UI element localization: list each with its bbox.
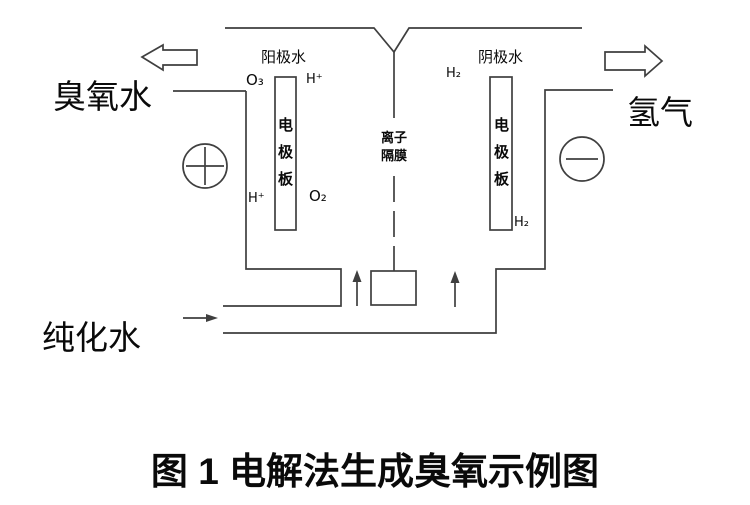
cathode-electrode-rect — [489, 76, 513, 231]
anode-chamber-wall — [223, 91, 342, 307]
hydrogen-gas-label: 氢气 — [627, 96, 693, 132]
oxygen-o2-label: O₂ — [309, 187, 327, 205]
ion-membrane-label: 离子隔膜 — [380, 130, 407, 163]
up-arrow-left-icon — [352, 270, 362, 306]
right-block-arrow-icon — [604, 44, 664, 78]
proton-top-label: H⁺ — [306, 72, 323, 87]
positive-terminal-icon — [182, 143, 228, 189]
ozone-o3-label: O₃ — [246, 71, 264, 89]
anode-electrode-rect — [274, 76, 297, 231]
ozone-water-label: 臭氧水 — [53, 80, 152, 116]
hydrogen-top-label: H₂ — [446, 66, 461, 81]
purified-water-label: 纯化水 — [42, 321, 141, 357]
proton-bottom-label: H⁺ — [248, 191, 265, 206]
hydrogen-bottom-label: H₂ — [514, 215, 529, 230]
left-block-arrow-icon — [140, 43, 198, 72]
cathode-electrode-plate-label: 电极板 — [493, 117, 509, 188]
anode-water-label: 阳极水 — [261, 50, 307, 66]
up-arrow-right-icon — [450, 271, 460, 307]
membrane-base-box — [370, 270, 417, 306]
inlet-arrow-icon — [183, 314, 218, 322]
anode-electrode-plate-label: 电极板 — [277, 117, 293, 188]
negative-terminal-icon — [559, 136, 605, 182]
cathode-water-label: 阴极水 — [478, 50, 524, 66]
figure-caption: 图 1 电解法生成臭氧示例图 — [150, 451, 600, 492]
top-manifold-line — [225, 27, 582, 54]
cathode-chamber-wall-and-inlet — [223, 89, 613, 334]
